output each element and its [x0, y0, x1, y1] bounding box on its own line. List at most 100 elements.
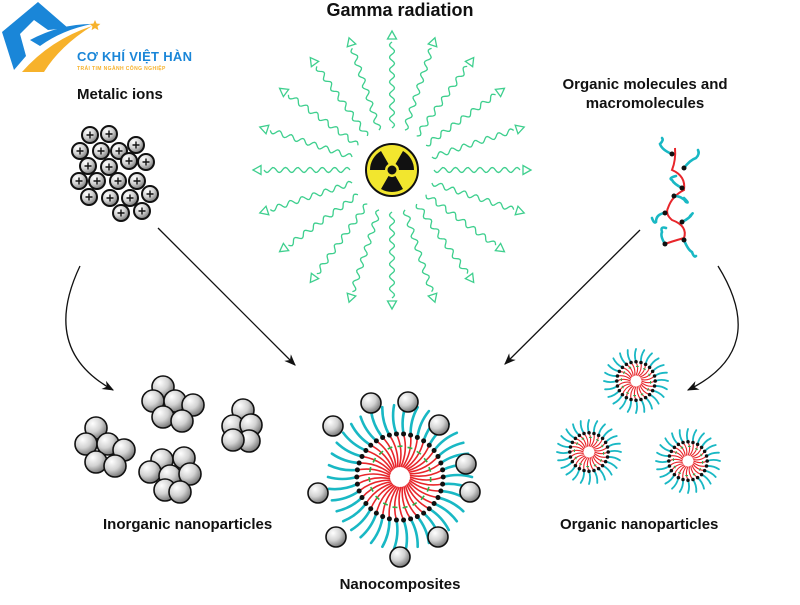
- tail-strand: [698, 478, 704, 489]
- tail-strand: [613, 358, 622, 367]
- junction-dot: [440, 467, 445, 472]
- junction-dot: [604, 441, 608, 445]
- junction-dot: [606, 450, 610, 454]
- tail-strand: [608, 365, 619, 371]
- tail-strand: [655, 386, 667, 389]
- junction-dot: [415, 435, 420, 440]
- metal-sphere: [152, 406, 174, 428]
- core-strand: [587, 458, 589, 472]
- attached-metal-particle: [326, 527, 346, 547]
- junction-dot: [653, 384, 657, 388]
- core-strand: [669, 459, 683, 461]
- tail-strand: [443, 475, 472, 477]
- junction-dot: [634, 360, 638, 364]
- metal-sphere: [139, 461, 161, 483]
- chain-node: [670, 152, 675, 157]
- attached-metal-particle: [429, 415, 449, 435]
- junction-dot: [621, 393, 625, 397]
- tail-strand: [680, 430, 683, 442]
- junction-dot: [670, 450, 674, 454]
- junction-dot: [618, 389, 622, 393]
- junction-dot: [686, 440, 690, 444]
- crosslink: [429, 467, 431, 472]
- junction-dot: [592, 469, 596, 473]
- junction-dot: [601, 437, 605, 441]
- gamma-arrowhead: [253, 166, 261, 175]
- junction-dot: [681, 478, 685, 482]
- gamma-wave: [270, 182, 352, 212]
- core-strand: [636, 362, 638, 376]
- core-strand: [642, 381, 656, 383]
- tail-strand: [603, 429, 612, 438]
- tail-strand: [646, 398, 652, 409]
- chain-node: [680, 220, 685, 225]
- junction-dot: [703, 469, 707, 473]
- junction-dot: [435, 495, 440, 500]
- tail-strand: [655, 380, 668, 381]
- logo-company-name: CƠ KHÍ VIỆT HÀN: [77, 49, 192, 64]
- core-strand: [362, 482, 391, 498]
- tail-strand: [343, 433, 366, 451]
- inorganic-nanoparticle: [142, 376, 204, 432]
- organic-macromolecule-chain: [652, 138, 699, 257]
- tail-strand: [566, 429, 575, 438]
- chain-tail: [660, 138, 672, 154]
- crosslink: [383, 503, 388, 505]
- junction-dot: [673, 446, 677, 450]
- attached-metal-particle: [361, 393, 381, 413]
- tail-strand: [332, 491, 359, 500]
- attached-metal-particle: [428, 527, 448, 547]
- junction-dot: [427, 443, 432, 448]
- tail-strand: [646, 353, 652, 364]
- tail-strand: [650, 358, 659, 367]
- junction-dot: [355, 467, 360, 472]
- junction-dot: [639, 398, 643, 402]
- tail-strand: [343, 504, 366, 522]
- organic-nanoparticles-label: Organic nanoparticles: [560, 516, 718, 533]
- attached-metal-particle: [308, 483, 328, 503]
- gamma-wave: [434, 168, 520, 173]
- core-strand: [688, 442, 690, 456]
- tail-strand: [698, 433, 704, 444]
- arrow-organic-to-nanocomposites: [505, 230, 640, 364]
- tail-strand: [599, 469, 605, 480]
- tail-strand: [641, 400, 644, 412]
- gamma-arrowhead: [347, 293, 356, 302]
- tail-strand: [329, 484, 357, 489]
- gamma-arrowhead: [495, 243, 504, 251]
- gamma-arrowhead: [347, 38, 356, 47]
- junction-dot: [568, 450, 572, 454]
- tail-strand: [558, 444, 570, 447]
- junction-dot: [703, 450, 707, 454]
- junction-dot: [634, 398, 638, 402]
- organic-molecules-label: Organic molecules and macromolecules: [562, 75, 727, 113]
- core-strand: [409, 456, 438, 472]
- metal-sphere: [171, 410, 193, 432]
- junction-dot: [686, 478, 690, 482]
- junction-dot: [653, 379, 657, 383]
- tail-strand: [434, 504, 457, 522]
- junction-dot: [569, 455, 573, 459]
- nanocomposite-core: [328, 405, 472, 549]
- arrow-ions-to-inorganic: [66, 266, 113, 390]
- tail-strand: [337, 443, 362, 457]
- nanocomposites-label: Nanocomposites: [340, 576, 461, 593]
- junction-dot: [616, 374, 620, 378]
- tail-strand: [657, 453, 669, 456]
- tail-strand: [594, 471, 597, 483]
- core-strand: [686, 467, 688, 481]
- gamma-arrowhead: [428, 293, 437, 302]
- inorganic-nanoparticles-label: Inorganic nanoparticles: [103, 516, 272, 533]
- junction-dot: [691, 441, 695, 445]
- tail-strand: [657, 466, 669, 469]
- tail-strand: [693, 480, 696, 492]
- tail-strand: [581, 471, 584, 483]
- tail-strand: [688, 480, 689, 493]
- junction-dot: [648, 393, 652, 397]
- junction-dot: [571, 441, 575, 445]
- tail-strand: [693, 430, 696, 442]
- tail-strand: [705, 445, 716, 451]
- junction-dot: [408, 516, 413, 521]
- tail-strand: [371, 411, 383, 437]
- tail-strand: [328, 477, 357, 479]
